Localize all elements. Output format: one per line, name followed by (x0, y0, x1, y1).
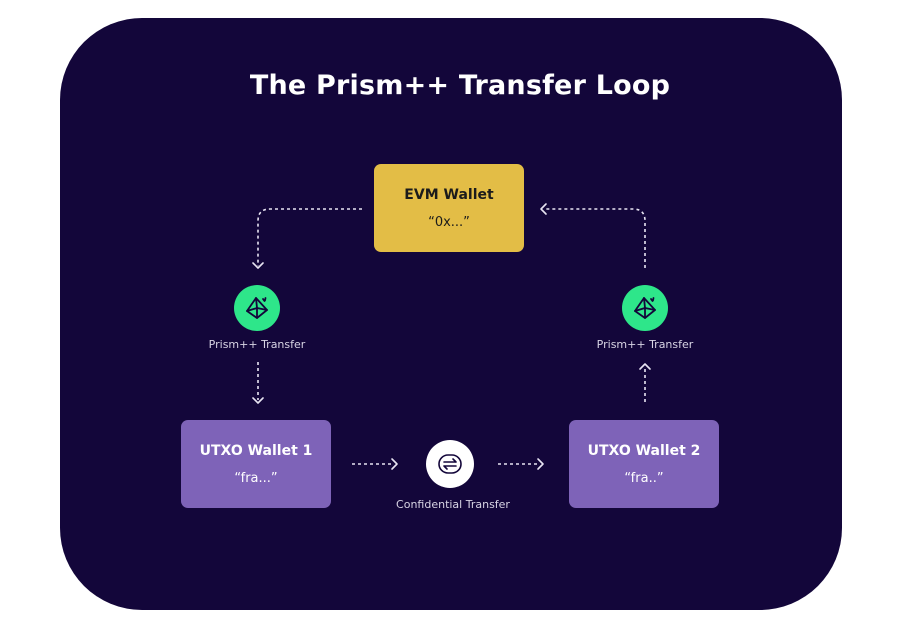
arrowhead-down-left-top (252, 262, 264, 269)
utxo-wallet-1-address: “fra...” (234, 470, 278, 486)
diagram-panel (60, 18, 842, 610)
evm-wallet-address: “0x...” (428, 214, 470, 230)
prism-icon (234, 285, 280, 331)
arrowhead-right-2 (537, 458, 544, 470)
evm-wallet-box: EVM Wallet “0x...” (374, 164, 524, 252)
diagram-title: The Prism++ Transfer Loop (249, 70, 671, 101)
arrow-evm-to-prism-left (257, 208, 362, 266)
arrowhead-right-1 (391, 458, 398, 470)
utxo-wallet-2-box: UTXO Wallet 2 “fra..” (569, 420, 719, 508)
arrowhead-down-left-bottom (252, 397, 264, 404)
utxo-wallet-1-box: UTXO Wallet 1 “fra...” (181, 420, 331, 508)
swap-arrows-icon (426, 440, 474, 488)
utxo-wallet-1-name: UTXO Wallet 1 (199, 442, 313, 459)
arrow-prism-right-to-evm (544, 208, 646, 268)
confidential-transfer-label: Confidential Transfer (396, 498, 510, 511)
prism-left-label: Prism++ Transfer (208, 338, 306, 351)
evm-wallet-name: EVM Wallet (404, 186, 494, 203)
arrowhead-left-evm (540, 203, 547, 215)
utxo-wallet-2-address: “fra..” (624, 470, 664, 486)
prism-icon (622, 285, 668, 331)
prism-right-label: Prism++ Transfer (596, 338, 694, 351)
utxo-wallet-2-name: UTXO Wallet 2 (587, 442, 701, 459)
arrowhead-up-right (639, 363, 651, 370)
